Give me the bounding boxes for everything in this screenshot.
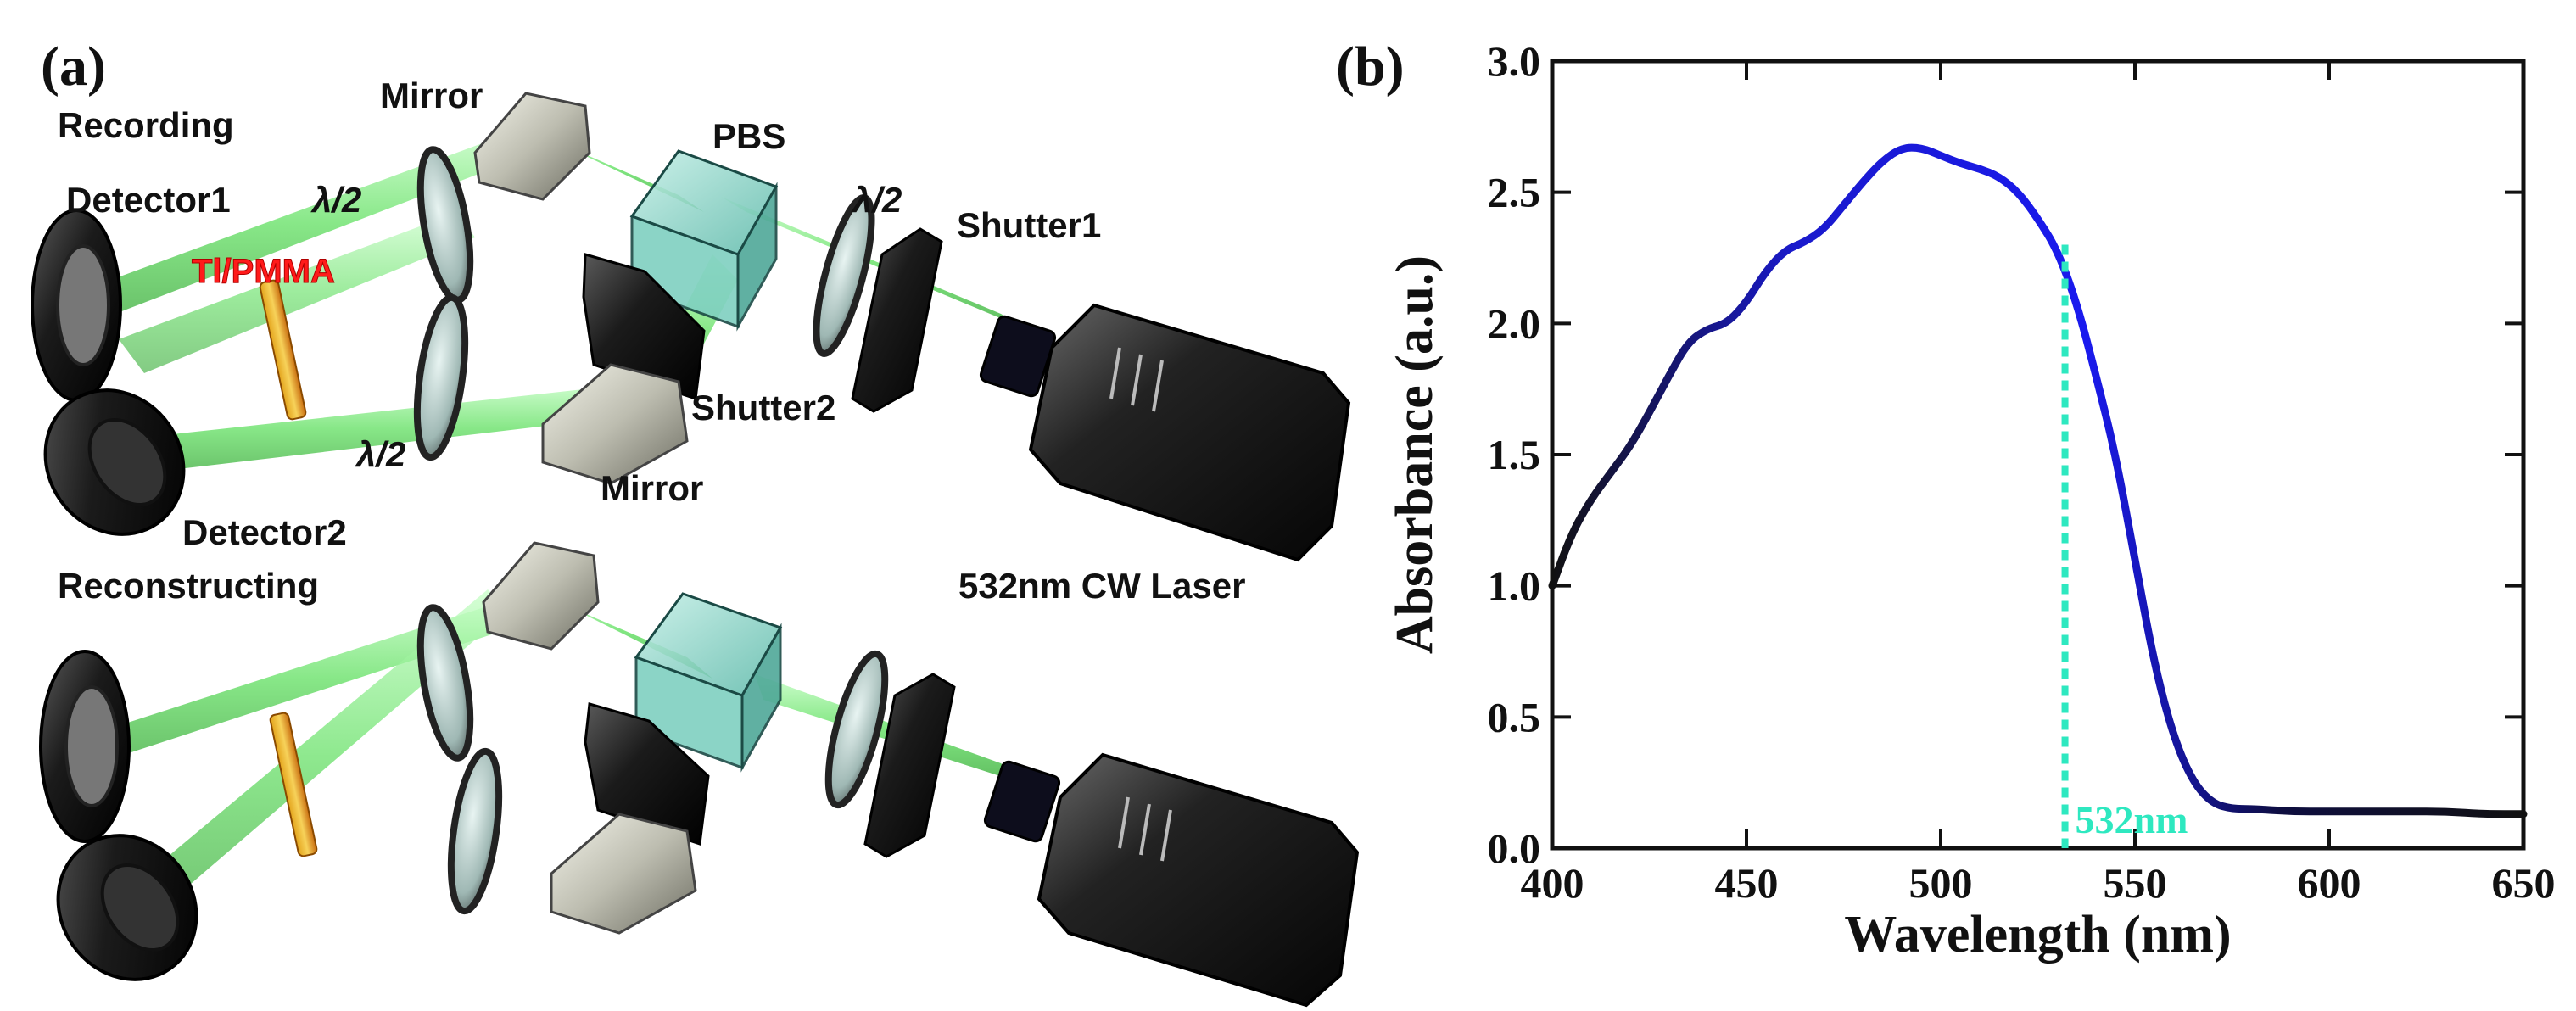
detector2-bottom — [56, 834, 198, 981]
mirror-bottom-label: Mirror — [601, 468, 703, 508]
x-tick-label: 550 — [2104, 859, 2167, 907]
absorbance-chart: 0.0 0.5 1.0 1.5 2.0 2.5 3.0 400 450 500 550 600 650… — [1386, 37, 2556, 964]
shutter2-bottom — [584, 702, 710, 846]
y-tick-label: 1.5 — [1488, 431, 1541, 478]
halfwave-label-2: λ/2 — [851, 180, 902, 220]
pbs-label: PBS — [712, 116, 785, 156]
mirror-bottom-bottom — [550, 813, 697, 935]
panel-a: (a) — [31, 36, 1360, 1008]
shutter1 — [851, 227, 943, 413]
panel-b: (b) 0.0 0.5 1.0 1.5 2.0 2.5 3.0 400 450 500 550 60… — [1336, 36, 2556, 964]
halfwave-plate-3-bottom — [447, 747, 503, 915]
beam-laser-to-pbs — [721, 197, 1031, 331]
halfwave-plate-2-bottom — [416, 604, 474, 762]
y-tick-label: 2.0 — [1488, 299, 1541, 347]
y-tick-label: 1.0 — [1488, 562, 1541, 610]
panel-a-letter: (a) — [41, 36, 106, 98]
detector2-label: Detector2 — [182, 512, 347, 552]
mirror-top — [473, 92, 591, 201]
mirror-bottom — [541, 363, 689, 485]
mirror-top-label: Mirror — [380, 75, 483, 115]
y-tick-label: 0.0 — [1488, 824, 1541, 872]
laser-top — [979, 303, 1351, 562]
shutter2-label: Shutter2 — [691, 388, 835, 427]
sample-label: Tl/PMMA — [192, 253, 335, 290]
x-tick-label: 650 — [2492, 859, 2556, 907]
halfwave-label-3: λ/2 — [355, 434, 405, 474]
absorbance-curve — [1548, 143, 2528, 818]
halfwave-plate-1-bottom — [824, 650, 889, 809]
reconstructing-setup — [39, 541, 1360, 1008]
beam-crossing-2 — [127, 589, 509, 920]
shutter1-label: Shutter1 — [957, 205, 1101, 245]
sample-plate — [259, 279, 307, 421]
laser-label: 532nm CW Laser — [958, 566, 1245, 606]
plot-frame — [1550, 59, 2526, 851]
y-tick-label: 3.0 — [1488, 37, 1541, 85]
laser-bottom — [983, 752, 1360, 1008]
y-tick-label: 0.5 — [1488, 693, 1541, 740]
x-tick-label: 500 — [1909, 859, 1973, 907]
y-axis-label: Absorbance (a.u.) — [1386, 255, 1444, 654]
x-tick-label: 600 — [2298, 859, 2361, 907]
x-tick-label: 400 — [1521, 859, 1584, 907]
x-axis-ticks: 400 450 500 550 600 650 — [1521, 61, 2556, 907]
reconstructing-label: Reconstructing — [58, 566, 319, 606]
panel-b-letter: (b) — [1336, 36, 1405, 98]
pbs-cube — [629, 149, 779, 332]
shutter2 — [582, 253, 706, 401]
y-axis-ticks: 0.0 0.5 1.0 1.5 2.0 2.5 3.0 — [1488, 37, 2523, 872]
beam-crossing — [119, 212, 475, 373]
sample-plate-bottom — [269, 712, 318, 857]
detector1-label: Detector1 — [66, 180, 231, 220]
detector1 — [31, 209, 122, 402]
pbs-cube-bottom — [634, 592, 783, 773]
detector1-bottom — [39, 650, 131, 843]
recording-setup — [31, 92, 1351, 562]
x-axis-label: Wavelength (nm) — [1844, 906, 2231, 964]
x-tick-label: 450 — [1715, 859, 1779, 907]
beam-mirror2-to-detector2 — [110, 382, 670, 475]
recording-label: Recording — [58, 105, 234, 145]
halfwave-plate-1 — [813, 194, 875, 357]
shutter1-bottom — [863, 673, 956, 858]
halfwave-plate-3 — [413, 293, 469, 461]
mirror-top-bottom — [482, 541, 600, 651]
detector2 — [43, 388, 186, 536]
halfwave-label-1: λ/2 — [310, 180, 361, 220]
y-tick-label: 2.5 — [1488, 169, 1541, 216]
wavelength-marker-label: 532nm — [2076, 798, 2188, 841]
